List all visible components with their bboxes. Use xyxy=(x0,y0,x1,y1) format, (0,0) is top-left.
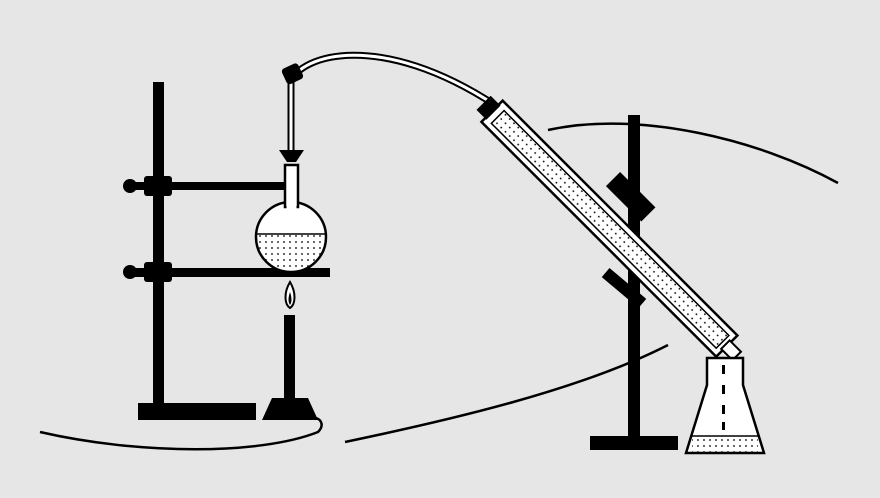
condenser xyxy=(476,95,743,362)
round-bottom-flask xyxy=(254,150,328,274)
conical-flask xyxy=(684,356,766,455)
delivery-tube xyxy=(281,51,497,150)
retort-stand-left xyxy=(123,82,330,420)
retort-stand-right xyxy=(590,115,678,450)
bunsen-burner xyxy=(262,280,318,420)
